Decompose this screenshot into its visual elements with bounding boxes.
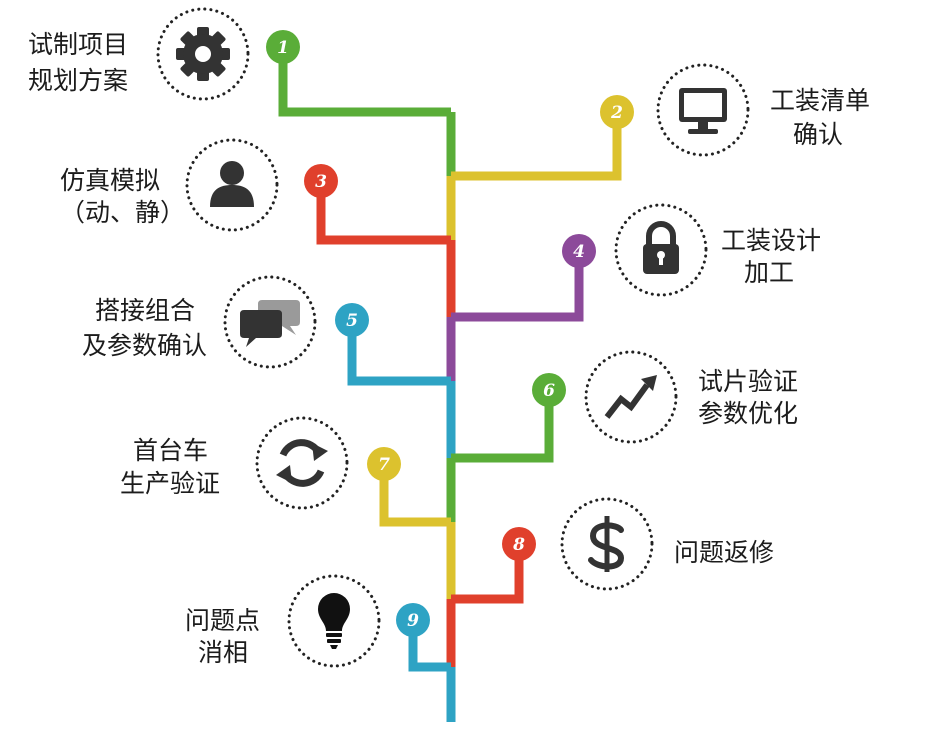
step-number-badge: 3 [304, 164, 338, 198]
step-label-line: 试片验证 [698, 367, 798, 396]
step-label-line: 试制项目 [28, 30, 128, 59]
step-label-line: 搭接组合 [95, 296, 195, 325]
padlock-icon [614, 203, 708, 297]
step-number-badge: 5 [335, 303, 369, 337]
step-label-line: 仿真模拟 [60, 166, 160, 195]
step-number: 8 [512, 535, 525, 555]
step-label-line: 确认 [793, 120, 843, 149]
branch-line-1 [278, 47, 451, 117]
step-number: 7 [378, 455, 390, 475]
step-label-line: 首台车 [133, 436, 208, 465]
branch-line-4 [451, 251, 584, 322]
branch-line-3 [316, 181, 451, 245]
branch-line-2 [451, 112, 622, 181]
dollar-icon [560, 497, 654, 591]
timeline-branches [278, 47, 622, 672]
trend-up-icon [584, 350, 678, 444]
step-label-line: 加工 [744, 258, 794, 287]
step-number: 3 [315, 172, 327, 192]
step-number-badge: 7 [367, 447, 401, 481]
step-number: 2 [610, 103, 623, 123]
step-label-line: 规划方案 [28, 66, 128, 95]
step-label-line: 生产验证 [120, 469, 220, 498]
chat-icon [223, 275, 317, 369]
gear-icon [156, 7, 250, 101]
step-3: 3 仿真模拟 （动、静） [60, 138, 338, 232]
step-label-line: 消相 [198, 638, 248, 667]
step-label-line: 工装清单 [770, 86, 870, 115]
branch-line-7 [379, 464, 451, 527]
step-label-line: 及参数确认 [82, 331, 207, 360]
step-label-line: 问题返修 [674, 538, 774, 567]
step-number: 5 [346, 311, 358, 331]
monitor-icon [656, 63, 750, 157]
step-8: 8 问题返修 [502, 497, 774, 591]
step-number: 4 [573, 242, 585, 262]
branch-line-6 [451, 390, 554, 463]
step-number: 6 [543, 381, 555, 401]
step-number: 9 [407, 611, 419, 631]
step-number-badge: 6 [532, 373, 566, 407]
refresh-icon [255, 416, 349, 510]
branch-line-8 [451, 544, 524, 604]
step-label-line: 问题点 [185, 606, 260, 635]
branch-line-5 [347, 320, 451, 386]
step-number-badge: 4 [562, 234, 596, 268]
lightbulb-icon [287, 574, 381, 668]
user-icon [185, 138, 279, 232]
step-number-badge: 2 [600, 95, 634, 129]
step-number-badge: 8 [502, 527, 536, 561]
step-number-badge: 1 [266, 30, 300, 64]
step-label-line: 工装设计 [721, 226, 821, 255]
step-label-line: （动、静） [60, 198, 185, 227]
step-label-line: 参数优化 [698, 399, 798, 428]
step-number-badge: 9 [396, 603, 430, 637]
step-number: 1 [277, 38, 289, 58]
